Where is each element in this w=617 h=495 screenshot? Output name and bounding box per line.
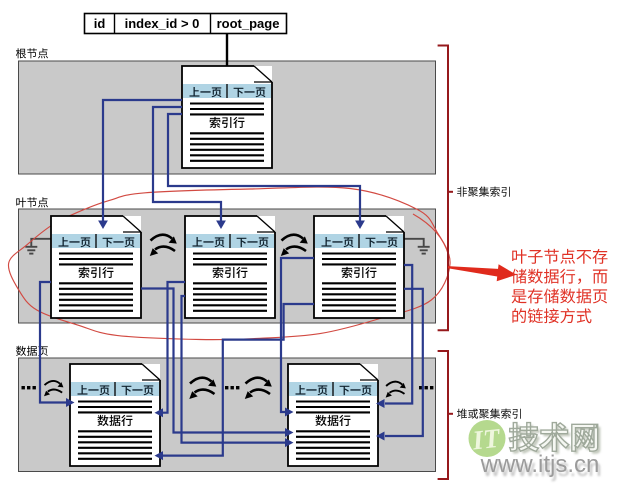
svg-text:root_page: root_page [217, 16, 280, 31]
svg-text:index_id > 0: index_id > 0 [125, 16, 200, 31]
svg-text:id: id [94, 16, 106, 31]
svg-text:www.itjs.cn: www.itjs.cn [480, 451, 600, 478]
svg-text:IT: IT [470, 423, 502, 456]
svg-text:www.itjs.cn: www.itjs.cn [482, 455, 602, 482]
